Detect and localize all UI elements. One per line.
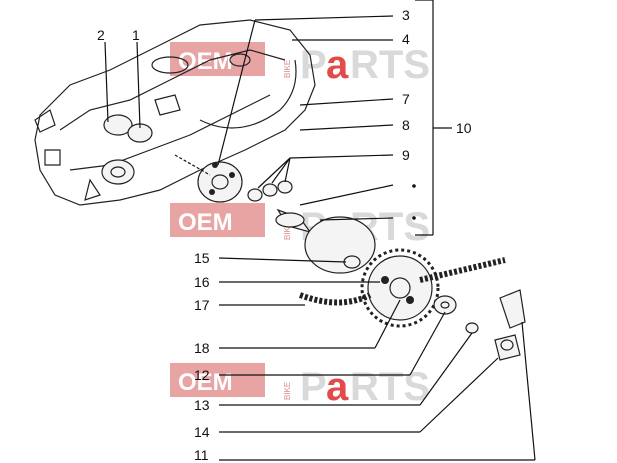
svg-text:BIKE: BIKE [283, 60, 292, 78]
svg-text:a: a [326, 365, 349, 409]
bushing-drawing [275, 208, 312, 234]
svg-text:P: P [300, 43, 327, 87]
leader-lines [104, 0, 536, 461]
callout-9: 9 [402, 147, 410, 163]
svg-text:P: P [300, 365, 327, 409]
callout-12: 12 [194, 367, 210, 383]
svg-text:RTS: RTS [350, 43, 430, 87]
callout-10: 10 [456, 120, 472, 136]
callout-17: 17 [194, 297, 210, 313]
pulley-half-drawing [197, 161, 243, 203]
callout-7: 7 [402, 91, 410, 107]
drive-chain-drawing [298, 257, 506, 306]
callout-18: 18 [194, 340, 210, 356]
callout-1: 1 [132, 27, 140, 43]
washer-nut-drawing [433, 295, 479, 334]
crankcase-drawing [34, 19, 316, 206]
svg-text:OEM: OEM [178, 209, 233, 236]
svg-text:a: a [326, 43, 349, 87]
svg-text:OEM: OEM [178, 48, 233, 75]
callout-4: 4 [402, 31, 410, 47]
svg-text:OEM: OEM [178, 369, 233, 396]
fixed-pulley-drawing [304, 216, 376, 274]
svg-text:BIKE: BIKE [283, 222, 292, 240]
callout-3: 3 [402, 7, 410, 23]
watermark-bottom: OEM BIKE P a RTS [170, 363, 430, 409]
callout-15: 15 [194, 250, 210, 266]
rollers-drawing [247, 180, 293, 202]
watermark-top: OEM BIKE P a RTS [170, 42, 430, 87]
callout-14: 14 [194, 424, 210, 440]
tensioner-drawing [494, 289, 526, 361]
svg-text:BIKE: BIKE [283, 382, 292, 400]
callout-2: 2 [97, 27, 105, 43]
callout-11: 11 [194, 447, 209, 463]
callout-13: 13 [194, 397, 210, 413]
sprocket-drawing [360, 248, 440, 328]
callout-8: 8 [402, 117, 410, 133]
svg-text:RTS: RTS [350, 365, 430, 409]
callout-16: 16 [194, 274, 210, 290]
